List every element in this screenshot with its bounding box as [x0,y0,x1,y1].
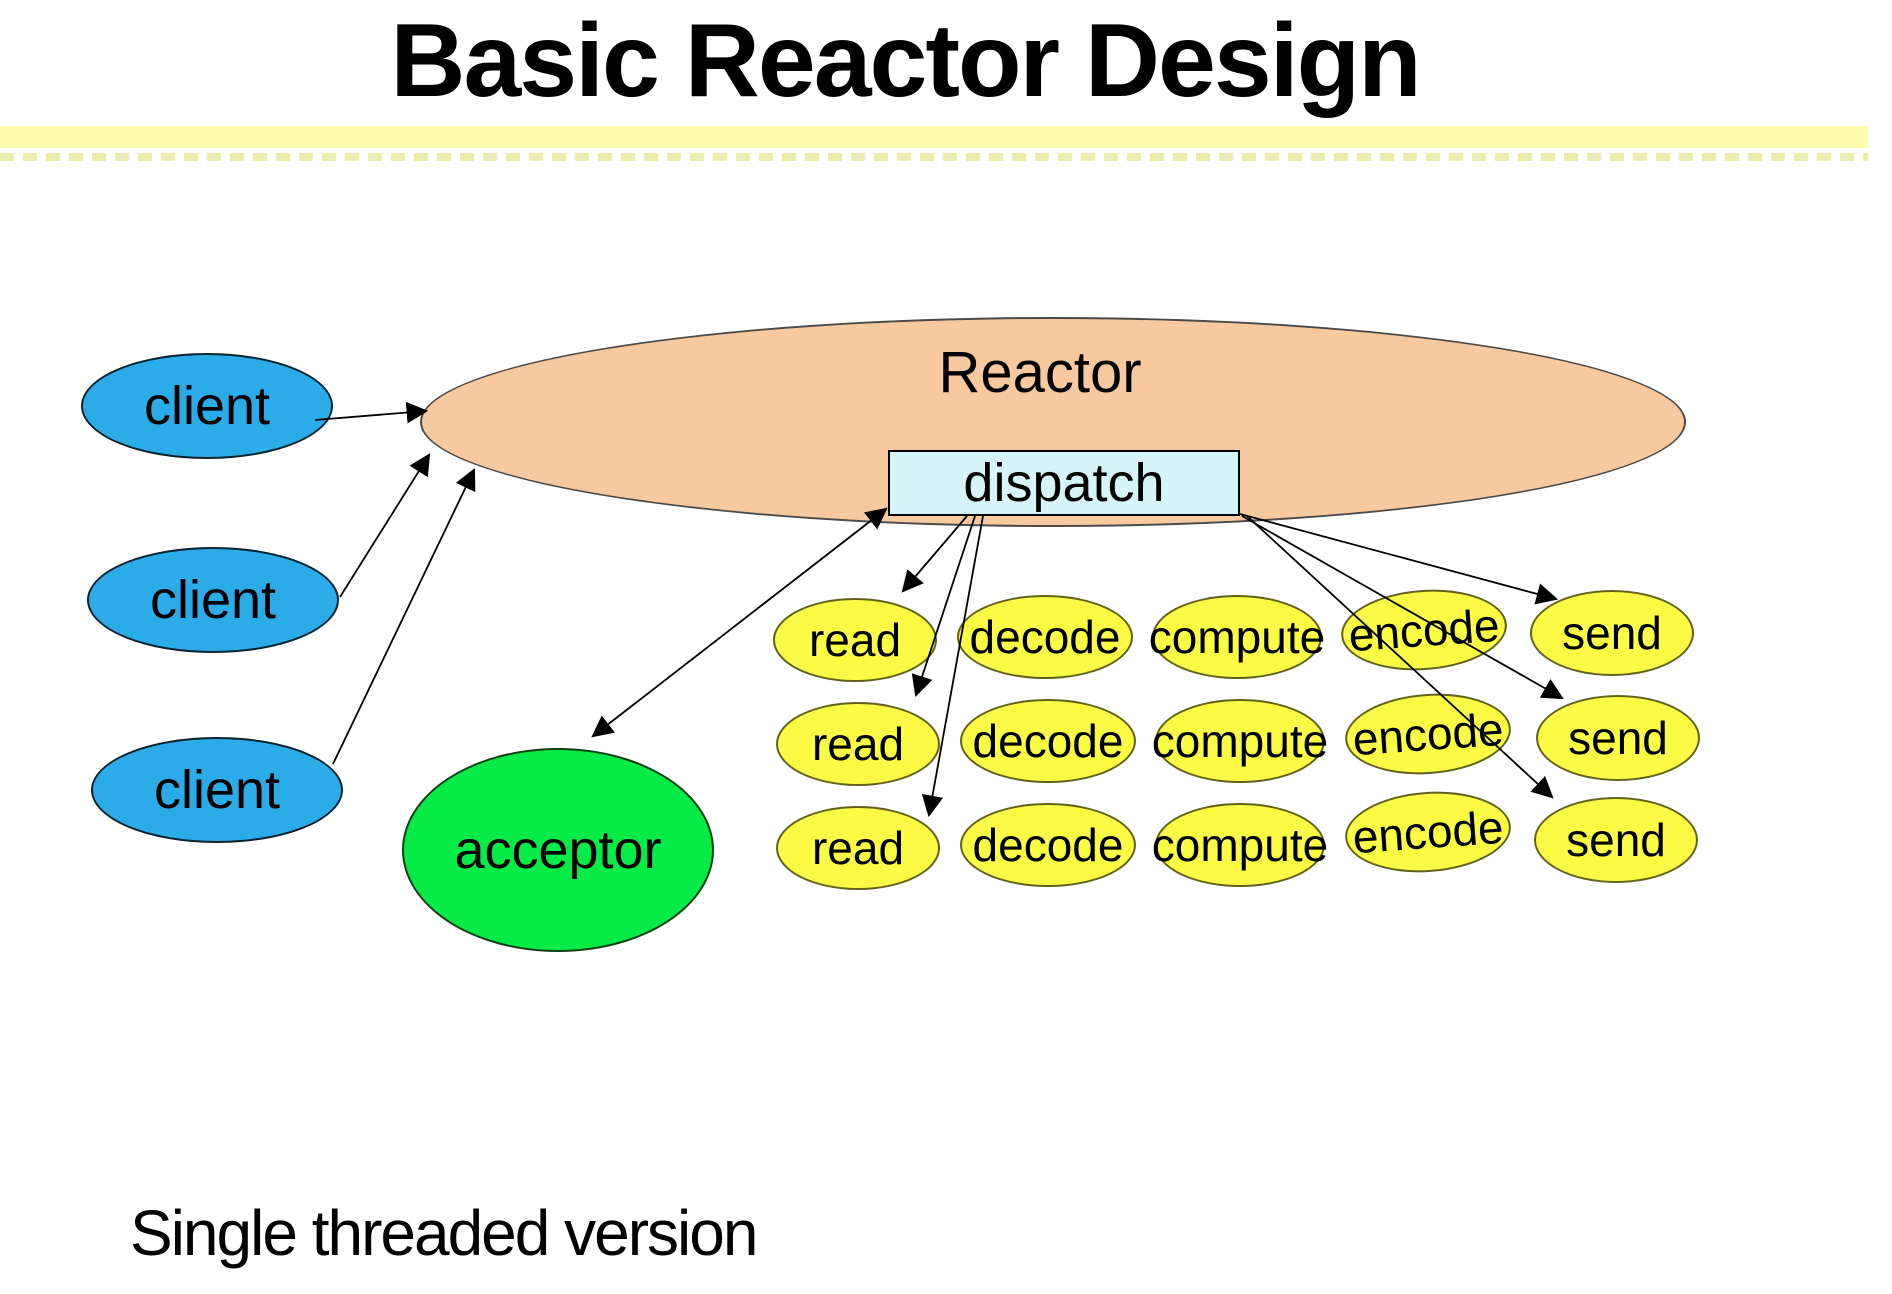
dispatch-box: dispatch [888,450,1240,516]
node-decode-r3: decode [960,803,1136,887]
node-encode-r1: encode [1338,584,1510,676]
title-accent-bar [0,126,1868,148]
arrow-dispatch-to-send1 [1239,513,1559,605]
node-read-r2: read [776,702,940,786]
arrow-dispatch-to-read1 [901,515,968,593]
node-send-r1: send [1530,590,1694,676]
page-title: Basic Reactor Design [390,3,1421,119]
footer-caption: Single threaded version [130,1197,758,1269]
node-read-r1: read [773,598,937,682]
node-encode-r2: encode [1342,688,1514,780]
node-decode-r2: decode [960,699,1136,783]
arrow-client3-to-reactor [332,468,476,765]
arrow-dispatch-to-read2 [911,515,976,698]
acceptor-node: acceptor [402,748,714,952]
client-node-2: client [87,547,339,653]
node-compute-r2: compute [1152,699,1328,783]
client-node-1: client [81,353,333,459]
node-decode-r1: decode [957,595,1133,679]
node-encode-r3: encode [1342,786,1514,878]
title-accent-dashed-line [0,153,1868,161]
arrow-client2-to-reactor [339,453,431,598]
client-node-3: client [91,737,343,843]
node-send-r3: send [1534,797,1698,883]
node-compute-r1: compute [1149,595,1325,679]
node-read-r3: read [776,806,940,890]
node-send-r2: send [1536,695,1700,781]
node-compute-r3: compute [1152,803,1328,887]
reactor-label: Reactor [938,339,1142,405]
arrow-dispatch-to-read3 [921,515,984,818]
